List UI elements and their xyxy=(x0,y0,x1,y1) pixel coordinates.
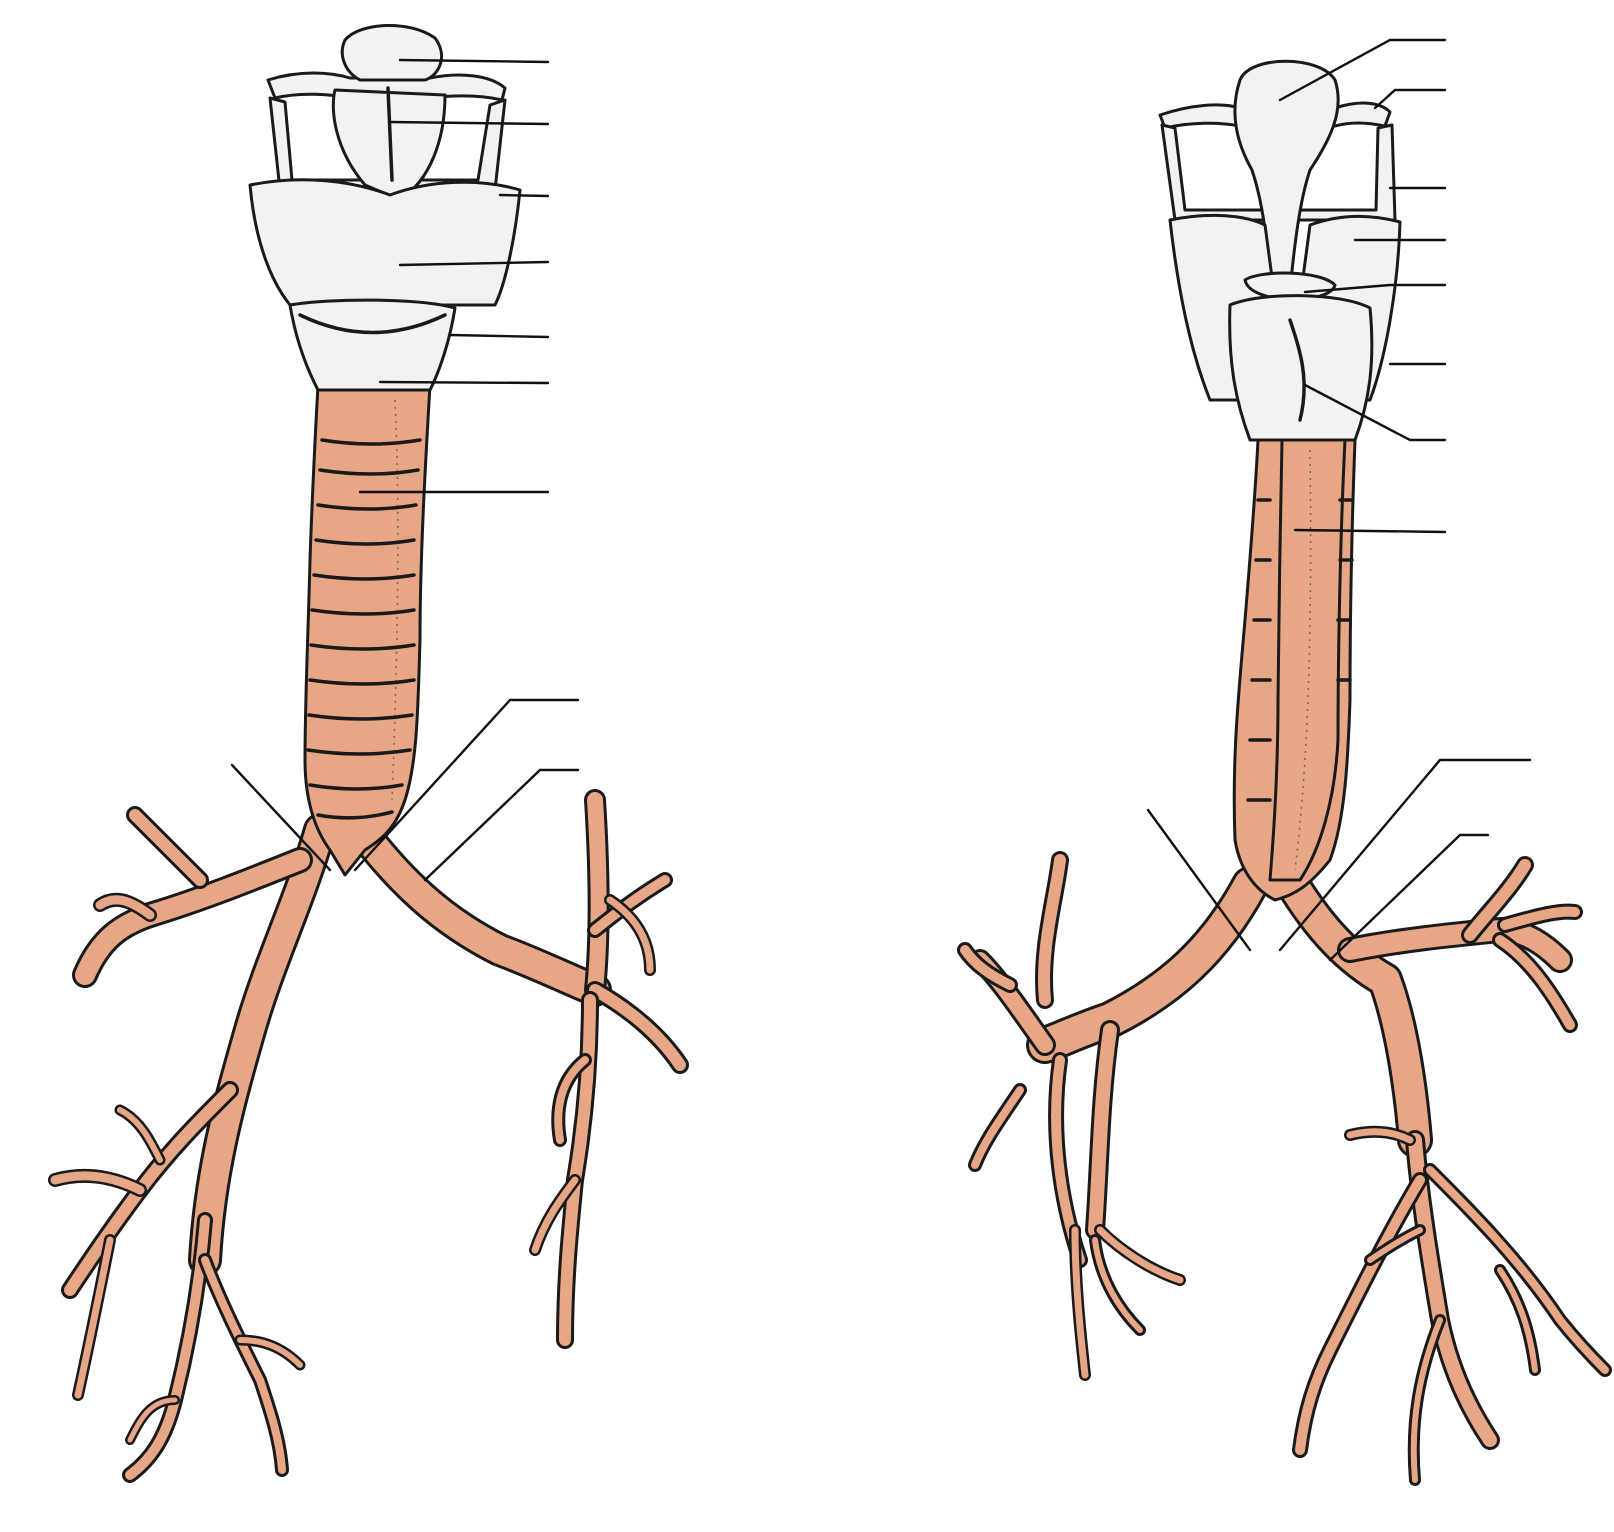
anterior-larynx xyxy=(248,23,522,392)
anterior-leader-6 xyxy=(378,380,550,385)
posterior-cricoid-lamina xyxy=(1228,294,1374,442)
posterior-leader-2 xyxy=(1373,88,1447,110)
posterior-view xyxy=(957,38,1612,1486)
anterior-trachea xyxy=(303,383,432,877)
posterior-trachea-membranous-wall xyxy=(1268,438,1347,882)
posterior-leader-lines xyxy=(1146,38,1532,962)
posterior-leader-1 xyxy=(1278,38,1447,102)
posterior-leader-11 xyxy=(1146,808,1252,952)
posterior-leader-10 xyxy=(1328,833,1490,962)
anterior-leader-8 xyxy=(353,698,580,872)
anterior-view xyxy=(48,23,689,1483)
posterior-trachea xyxy=(1232,438,1357,902)
posterior-leader-8 xyxy=(1293,528,1447,534)
posterior-larynx xyxy=(1158,59,1402,442)
posterior-leader-7 xyxy=(1303,383,1447,442)
anterior-cricoid-cartilage xyxy=(288,298,457,392)
posterior-epiglottis xyxy=(1233,59,1340,292)
anterior-leader-lines xyxy=(230,58,580,882)
posterior-right-bronchial-tree xyxy=(1272,856,1612,1486)
anterior-leader-10 xyxy=(230,763,332,872)
posterior-cartilage-ends xyxy=(1246,498,1354,802)
anterior-epiglottis xyxy=(340,23,443,82)
anterior-hyoid-bone xyxy=(266,71,507,102)
anterior-leader-3 xyxy=(498,193,550,198)
anterior-leader-5 xyxy=(448,333,550,339)
posterior-left-bronchial-tree xyxy=(957,851,1269,1381)
anterior-thyroid-cartilage xyxy=(248,178,522,307)
anterior-trachea-cartilage-rings xyxy=(306,438,422,820)
posterior-arytenoid-cartilages xyxy=(1243,271,1337,301)
posterior-leader-9 xyxy=(1278,758,1532,952)
anterior-leader-4 xyxy=(398,260,550,267)
posterior-leader-5 xyxy=(1303,283,1447,294)
anterior-leader-1 xyxy=(398,58,550,64)
anterior-right-bronchial-tree xyxy=(48,806,337,1483)
anterior-leader-2 xyxy=(388,120,550,126)
anterior-left-bronchial-tree xyxy=(348,789,689,1349)
anterior-leader-9 xyxy=(423,768,580,882)
